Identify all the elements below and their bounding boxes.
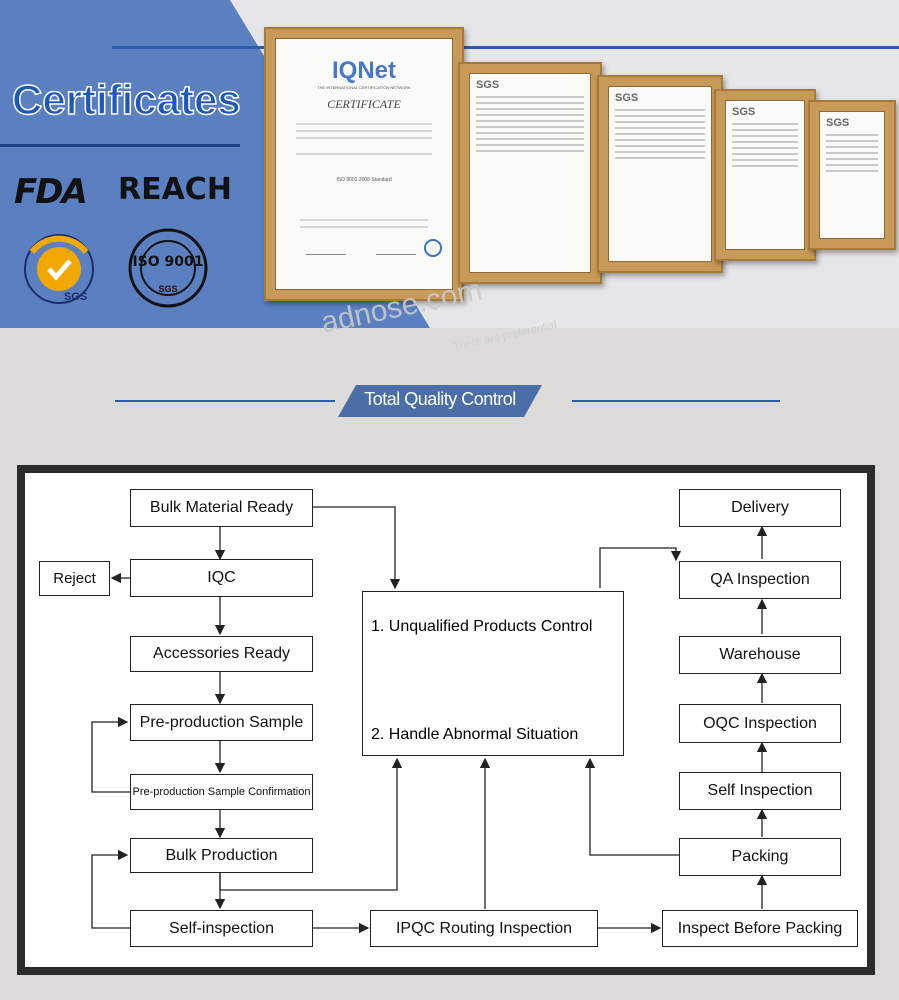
control-item-2: 2. Handle Abnormal Situation	[371, 726, 579, 743]
sgs-report-3: SGS	[714, 89, 816, 261]
step-warehouse: Warehouse	[679, 636, 841, 674]
section-rule-left	[115, 400, 335, 402]
section-banner	[338, 385, 542, 417]
iso-label: ISO 9001	[132, 254, 203, 270]
sgs-report-2-label: SGS	[615, 92, 639, 104]
step-self-inspection-right: Self Inspection	[679, 772, 841, 810]
step-packing: Packing	[679, 838, 841, 876]
sgs-report-3-label: SGS	[732, 106, 756, 118]
step-self-inspection-left: Self-inspection	[130, 910, 313, 947]
title-underline	[0, 144, 240, 147]
step-reject: Reject	[39, 561, 110, 596]
section-title: Total Quality Control	[364, 389, 516, 409]
iso-9001-seal-icon: ISO 9001 SGS	[128, 228, 208, 308]
step-pre-production-sample-confirmation: Pre-production Sample Confirmation	[130, 774, 313, 810]
step-qa-inspection: QA Inspection	[679, 561, 841, 599]
step-bulk-material-ready: Bulk Material Ready	[130, 489, 313, 527]
fda-logo: FDA	[14, 172, 88, 212]
certificate-heading: CERTIFICATE	[327, 97, 401, 111]
control-item-1: 1. Unqualified Products Control	[371, 618, 593, 635]
iqnet-certificate: IQNet THE INTERNATIONAL CERTIFICATION NE…	[264, 27, 464, 301]
svg-text:SGS: SGS	[64, 291, 87, 303]
step-ipqc-routing-inspection: IPQC Routing Inspection	[370, 910, 598, 947]
reach-logo: REACH	[118, 172, 232, 207]
page-title: Certificates	[11, 75, 241, 124]
iqnet-logo: IQNet	[331, 57, 396, 84]
sgs-report-1-label: SGS	[476, 79, 500, 91]
certificates-banner: Certificates FDA REACH SGS ISO 9001 SGS …	[0, 0, 899, 328]
sgs-report-4-label: SGS	[826, 117, 850, 129]
step-iqc: IQC	[130, 559, 313, 597]
step-pre-production-sample: Pre-production Sample	[130, 704, 313, 741]
step-delivery: Delivery	[679, 489, 841, 527]
step-oqc-inspection: OQC Inspection	[679, 704, 841, 743]
control-box: 1. Unqualified Products Control 2. Handl…	[362, 591, 624, 756]
top-rule	[112, 46, 899, 49]
sgs-report-2: SGS	[597, 75, 723, 273]
certificate-standard: ISO 9001:2008 Standard	[336, 177, 392, 183]
step-inspect-before-packing: Inspect Before Packing	[662, 910, 858, 947]
iso-sgs-label: SGS	[158, 284, 177, 294]
section-rule-right	[572, 400, 780, 402]
sgs-seal-icon: SGS	[24, 234, 94, 304]
step-bulk-production: Bulk Production	[130, 838, 313, 873]
sgs-report-4: SGS	[808, 100, 896, 250]
iqnet-subtitle: THE INTERNATIONAL CERTIFICATION NETWORK	[317, 85, 411, 90]
step-accessories-ready: Accessories Ready	[130, 636, 313, 672]
